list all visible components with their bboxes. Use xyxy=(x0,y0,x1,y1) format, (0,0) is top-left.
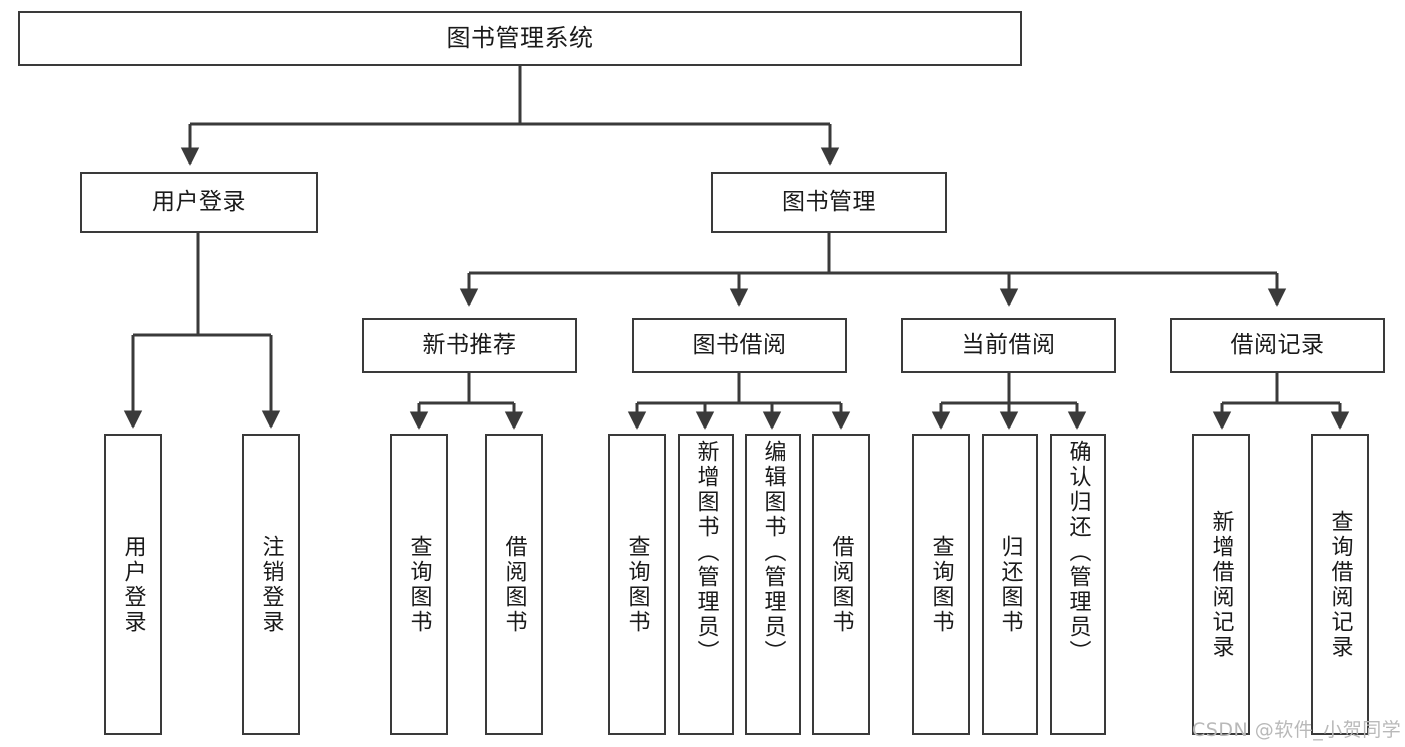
leaf-current-borrow-return-book[interactable]: 归还图书 xyxy=(982,434,1038,735)
leaf-new-book-borrow-book[interactable]: 借阅图书 xyxy=(485,434,543,735)
node-label: 归还图书 xyxy=(997,534,1023,635)
csdn-watermark: CSDN @软件_小贺同学 xyxy=(1192,719,1402,741)
node-label: 当前借阅 xyxy=(961,331,1056,358)
node-label: 查询图书 xyxy=(928,534,954,635)
leaf-book-borrow-query-book[interactable]: 查询图书 xyxy=(608,434,666,735)
node-new-book-recommend[interactable]: 新书推荐 xyxy=(362,318,577,373)
node-label: 查询借阅记录 xyxy=(1327,509,1353,660)
node-label: 新增借阅记录 xyxy=(1208,509,1234,660)
node-label: 新书推荐 xyxy=(422,331,517,358)
leaf-book-borrow-add-book-admin[interactable]: 新增图书（管理员） xyxy=(678,434,734,735)
node-current-borrow[interactable]: 当前借阅 xyxy=(901,318,1116,373)
leaf-borrow-record-add-record[interactable]: 新增借阅记录 xyxy=(1192,434,1250,735)
leaf-book-borrow-edit-book-admin[interactable]: 编辑图书（管理员） xyxy=(745,434,801,735)
node-label: 确认归还（管理员） xyxy=(1065,440,1091,665)
node-book-borrow[interactable]: 图书借阅 xyxy=(632,318,847,373)
node-label: 借阅图书 xyxy=(828,534,854,635)
node-user-login[interactable]: 用户登录 xyxy=(80,172,318,233)
node-label: 借阅记录 xyxy=(1230,331,1325,358)
leaf-user-login-login[interactable]: 用户登录 xyxy=(104,434,162,735)
node-label: 编辑图书（管理员） xyxy=(760,440,786,665)
node-label: 图书管理 xyxy=(782,188,876,215)
node-label: 图书管理系统 xyxy=(446,24,594,53)
leaf-book-borrow-borrow-book[interactable]: 借阅图书 xyxy=(812,434,870,735)
node-label: 用户登录 xyxy=(152,188,246,215)
node-label: 查询图书 xyxy=(624,534,650,635)
leaf-borrow-record-query-record[interactable]: 查询借阅记录 xyxy=(1311,434,1369,735)
node-book-management[interactable]: 图书管理 xyxy=(711,172,947,233)
node-label: 用户登录 xyxy=(120,534,146,635)
node-label: 注销登录 xyxy=(258,534,284,635)
leaf-new-book-query-book[interactable]: 查询图书 xyxy=(390,434,448,735)
node-borrow-record[interactable]: 借阅记录 xyxy=(1170,318,1385,373)
leaf-user-login-logout[interactable]: 注销登录 xyxy=(242,434,300,735)
node-label: 图书借阅 xyxy=(692,331,787,358)
leaf-current-borrow-query-book[interactable]: 查询图书 xyxy=(912,434,970,735)
node-root-book-management-system[interactable]: 图书管理系统 xyxy=(18,11,1022,66)
leaf-current-borrow-confirm-return-admin[interactable]: 确认归还（管理员） xyxy=(1050,434,1106,735)
node-label: 借阅图书 xyxy=(501,534,527,635)
node-label: 查询图书 xyxy=(406,534,432,635)
node-label: 新增图书（管理员） xyxy=(693,440,719,665)
